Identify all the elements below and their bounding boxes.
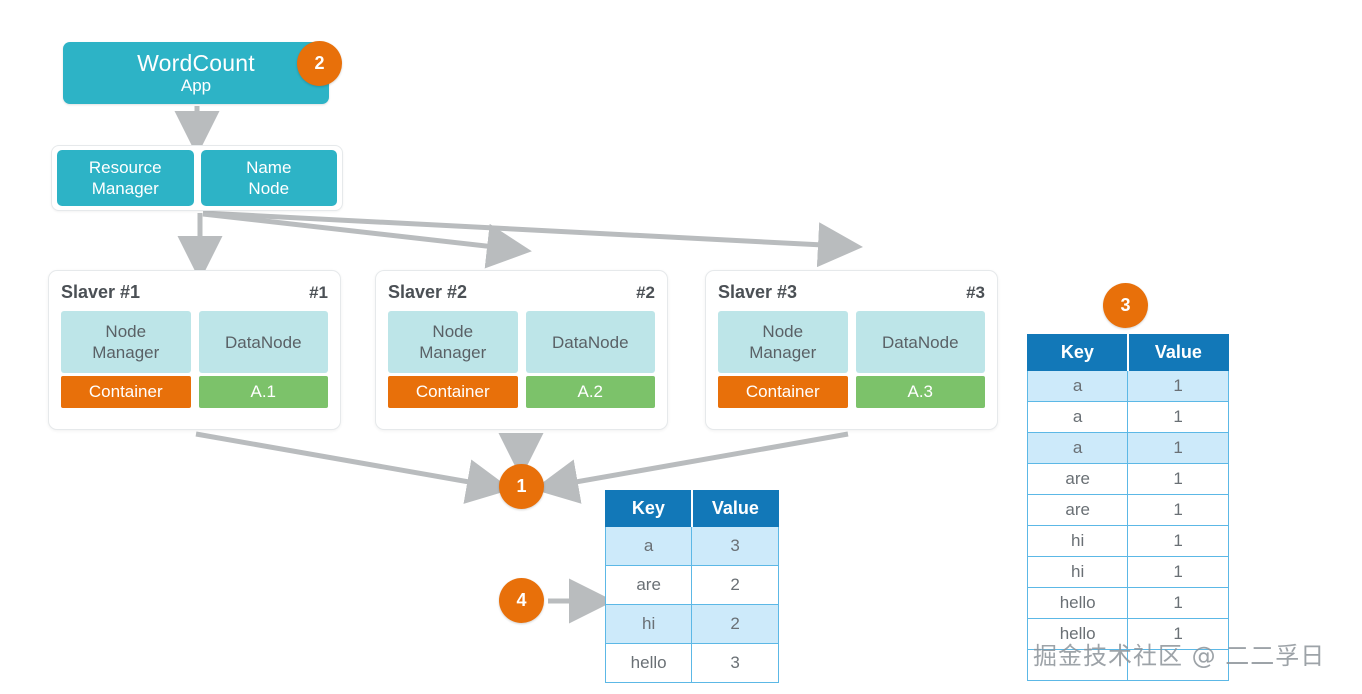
cell-key xyxy=(1026,649,1129,681)
cell-value: 1 xyxy=(1127,587,1229,619)
cell-value: 1 xyxy=(1127,494,1229,526)
slaver-card-2-header: Slaver #2 #2 xyxy=(388,281,655,304)
table-row[interactable]: hi 1 xyxy=(1026,556,1229,588)
table-row[interactable]: hello 1 xyxy=(1026,587,1229,619)
step-badge-4[interactable]: 4 xyxy=(499,578,544,623)
cell-key: hi xyxy=(604,604,693,644)
app-box[interactable]: WordCount App xyxy=(63,42,329,104)
cell-value: 1 xyxy=(1127,432,1229,464)
step-badge-1[interactable]: 1 xyxy=(499,464,544,509)
cell-key: hello xyxy=(1026,618,1129,650)
table-row[interactable]: hi 1 xyxy=(1026,525,1229,557)
cell-value xyxy=(1127,649,1229,681)
cell-key: a xyxy=(1026,401,1129,433)
table-row[interactable]: are 1 xyxy=(1026,463,1229,495)
reduce-col-key: Key xyxy=(604,490,693,527)
step-badge-3[interactable]: 3 xyxy=(1103,283,1148,328)
table-row[interactable]: a 1 xyxy=(1026,432,1229,464)
watermark-text: 掘金技术社区 @ 二二孚日 xyxy=(1033,642,1326,670)
table-row[interactable]: a 1 xyxy=(1026,370,1229,402)
cell-value: 1 xyxy=(1127,525,1229,557)
cell-value: 2 xyxy=(691,604,779,644)
shuffle-table-body: a 1 a 1 a 1 are 1 are 1 hi 1 xyxy=(1026,370,1229,681)
slaver-2-block[interactable]: A.2 xyxy=(525,376,655,408)
shuffle-col-value: Value xyxy=(1126,334,1229,371)
slaver-card-2-name: Slaver #2 xyxy=(388,282,468,302)
cell-key: hello xyxy=(604,643,693,683)
cell-value: 1 xyxy=(1127,556,1229,588)
arrow-master-to-slaver2 xyxy=(202,211,532,269)
app-title: WordCount xyxy=(137,50,255,76)
cell-value: 1 xyxy=(1127,401,1229,433)
slaver-card-3-header: Slaver #3 #3 xyxy=(718,281,985,304)
slaver-card-3-name: Slaver #3 xyxy=(718,282,798,302)
table-row[interactable]: hello 3 xyxy=(604,643,779,683)
arrow-master-to-slaver3 xyxy=(202,210,863,268)
cell-key: are xyxy=(1026,463,1129,495)
slaver-3-data-node[interactable]: DataNode xyxy=(855,311,985,373)
arrow-slaver1-to-step1 xyxy=(195,431,512,504)
cell-value: 2 xyxy=(691,565,779,605)
reduce-col-value: Value xyxy=(690,490,779,527)
cell-key: hi xyxy=(1026,556,1129,588)
cell-key: a xyxy=(1026,370,1129,402)
cell-value: 1 xyxy=(1127,370,1229,402)
cell-key: a xyxy=(604,526,693,566)
table-row[interactable]: are 1 xyxy=(1026,494,1229,526)
table-row[interactable]: are 2 xyxy=(604,565,779,605)
cell-key: hello xyxy=(1026,587,1129,619)
slaver-1-container[interactable]: Container xyxy=(61,376,191,408)
slaver-card-3-index: #3 xyxy=(966,283,985,302)
step-badge-2[interactable]: 2 xyxy=(297,41,342,86)
shuffle-col-key: Key xyxy=(1026,334,1129,371)
table-row[interactable]: a 3 xyxy=(604,526,779,566)
slaver-2-container[interactable]: Container xyxy=(388,376,518,408)
table-row[interactable]: hi 2 xyxy=(604,604,779,644)
reduce-result-table[interactable]: Key Value a 3 are 2 hi 2 hello 3 xyxy=(604,490,779,683)
cell-key: hi xyxy=(1026,525,1129,557)
table-row[interactable] xyxy=(1026,649,1229,681)
cell-value: 3 xyxy=(691,643,779,683)
cell-key: a xyxy=(1026,432,1129,464)
shuffle-pairs-table[interactable]: Key Value a 1 a 1 a 1 are 1 are xyxy=(1026,334,1229,681)
slaver-1-block[interactable]: A.1 xyxy=(198,376,328,408)
table-row[interactable]: a 1 xyxy=(1026,401,1229,433)
table-row[interactable]: hello 1 xyxy=(1026,618,1229,650)
slaver-3-block[interactable]: A.3 xyxy=(855,376,985,408)
cell-key: are xyxy=(1026,494,1129,526)
cell-value: 3 xyxy=(691,526,779,566)
cell-key: are xyxy=(604,565,693,605)
slaver-card-1-index: #1 xyxy=(309,283,328,302)
reduce-table-body: a 3 are 2 hi 2 hello 3 xyxy=(604,526,779,683)
slaver-2-data-node[interactable]: DataNode xyxy=(525,311,655,373)
cell-value: 1 xyxy=(1127,463,1229,495)
slaver-card-1-name: Slaver #1 xyxy=(61,282,141,302)
cell-value: 1 xyxy=(1127,618,1229,650)
table-header-row: Key Value xyxy=(1026,334,1229,371)
table-header-row: Key Value xyxy=(604,490,779,527)
slaver-card-2-index: #2 xyxy=(636,283,655,302)
slaver-3-container[interactable]: Container xyxy=(718,376,848,408)
app-subtitle: App xyxy=(180,76,212,95)
arrow-slaver3-to-step1 xyxy=(533,431,849,504)
slaver-card-1-header: Slaver #1 #1 xyxy=(61,281,328,304)
slaver-1-data-node[interactable]: DataNode xyxy=(198,311,328,373)
